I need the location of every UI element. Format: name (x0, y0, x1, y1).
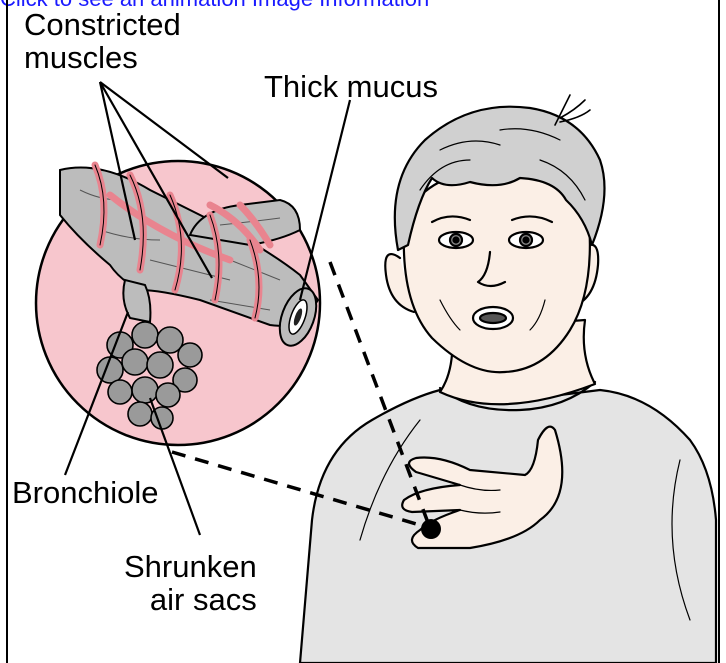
label-shrunken-air-sacs: Shrunken air sacs (124, 550, 257, 616)
face (404, 168, 590, 372)
label-thick-mucus: Thick mucus (264, 70, 438, 103)
label-constricted-muscles: Constricted muscles (24, 8, 181, 74)
chest-marker (421, 519, 441, 539)
child-figure (300, 95, 716, 663)
lung-inset (36, 161, 323, 445)
label-bronchiole: Bronchiole (12, 476, 158, 509)
